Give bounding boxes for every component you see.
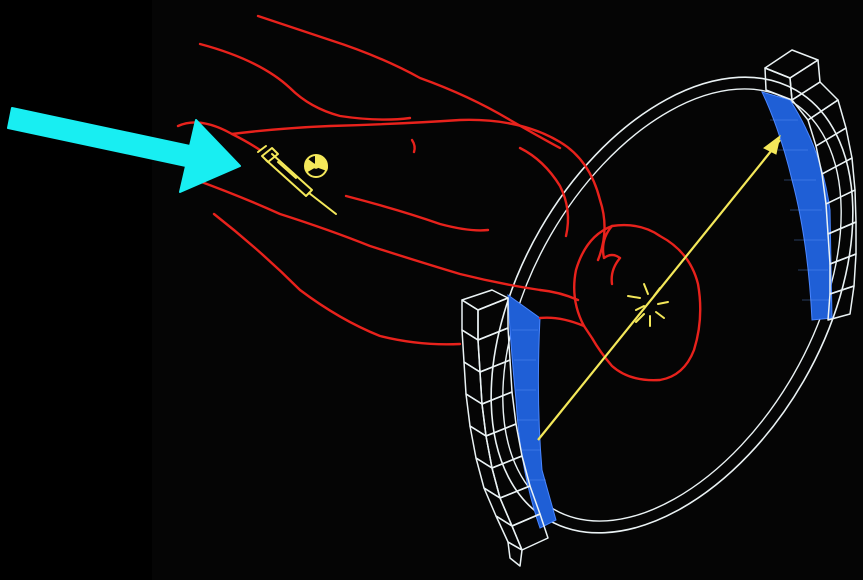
patient-arm-lower: [200, 44, 410, 120]
annihilation-arrowhead: [764, 136, 780, 154]
arrow-right-icon: [8, 108, 240, 192]
patient-torso-side: [196, 180, 540, 290]
syringe-icon: [258, 146, 336, 214]
patient-belly-crease: [346, 196, 488, 230]
patient-outline: [178, 16, 700, 380]
radiation-icon: [303, 155, 330, 177]
patient-head: [574, 225, 700, 380]
patient-face: [603, 226, 620, 284]
crystal-strip-upper: [762, 92, 832, 320]
detector-crystals: [508, 92, 832, 528]
patient-navel: [412, 140, 415, 152]
